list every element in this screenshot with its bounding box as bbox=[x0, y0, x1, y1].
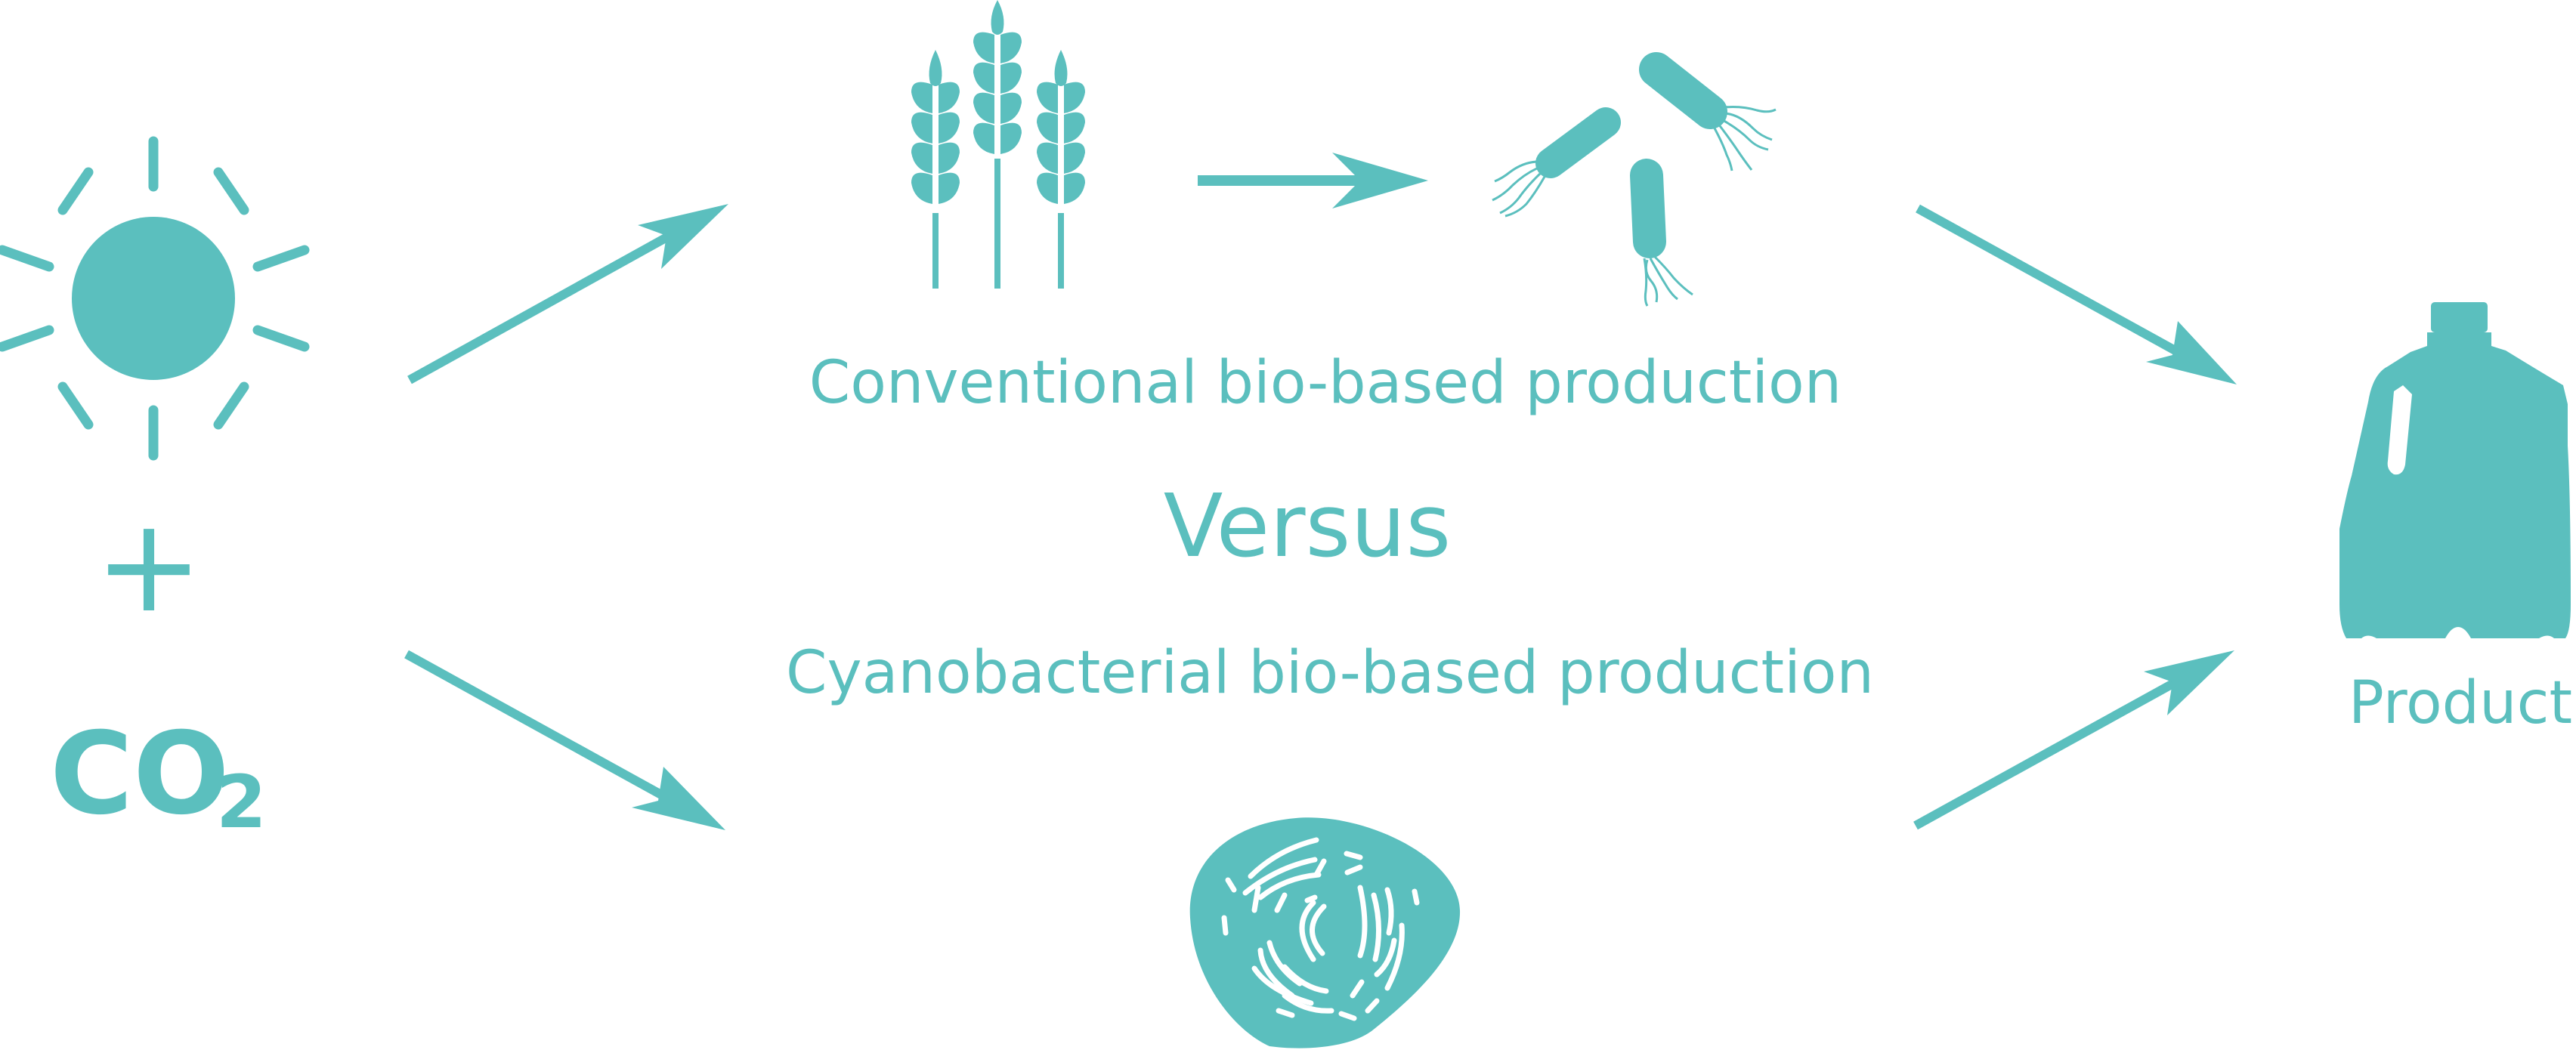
jug-cap bbox=[2431, 302, 2488, 332]
arrow-wheat-to-bacteria bbox=[1198, 153, 1428, 208]
co2-label: CO 2 bbox=[50, 709, 267, 845]
jug-handle-hole bbox=[2387, 385, 2412, 475]
cyanobacterial-production-label: Cyanobacterial bio-based production bbox=[786, 639, 1874, 707]
co2-subscript-text: 2 bbox=[216, 760, 267, 845]
bacterium-rod-1 bbox=[1639, 52, 1777, 171]
product-label: Product bbox=[2349, 669, 2572, 737]
sun-icon bbox=[0, 136, 310, 461]
arrow-sun-to-wheat bbox=[407, 204, 728, 384]
plus-sign: + bbox=[94, 489, 203, 641]
co2-main-text: CO bbox=[50, 709, 230, 840]
wheat-stalk-middle bbox=[973, 0, 1022, 289]
bacterium-rod-3 bbox=[1630, 159, 1693, 307]
sun-disc bbox=[72, 217, 235, 380]
cell-body bbox=[1189, 817, 1461, 1048]
arrow-sun-to-cyanobacterium bbox=[404, 650, 725, 830]
sun-rays bbox=[0, 136, 310, 461]
wheat-stalk-right bbox=[1037, 50, 1085, 289]
bacterium-rod-2 bbox=[1492, 107, 1621, 218]
thylakoid-membranes bbox=[1221, 837, 1420, 1021]
jug-body bbox=[2339, 332, 2571, 638]
arrow-bacteria-to-product bbox=[1916, 204, 2237, 384]
wheat-icon bbox=[911, 0, 1085, 289]
arrow-cyanobacterium-to-product bbox=[1913, 650, 2234, 830]
conventional-production-label: Conventional bio-based production bbox=[809, 349, 1842, 417]
versus-label: Versus bbox=[1164, 476, 1452, 577]
plastic-jug-icon bbox=[2339, 302, 2571, 638]
cyanobacterium-cell-icon bbox=[1189, 817, 1461, 1048]
wheat-stalk-left bbox=[911, 50, 960, 289]
bacteria-icon bbox=[1492, 52, 1777, 307]
